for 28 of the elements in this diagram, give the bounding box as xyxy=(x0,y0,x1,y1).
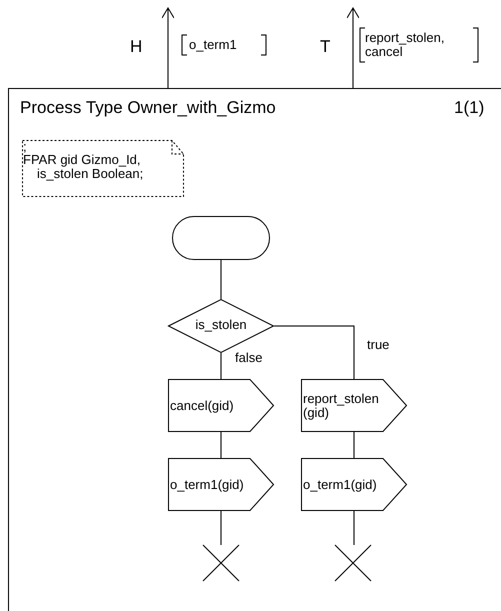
flow-line xyxy=(220,260,222,300)
flow-line xyxy=(220,432,222,458)
text-symbol xyxy=(22,140,184,197)
signal-label: cancel(gid) xyxy=(170,398,235,412)
start-symbol xyxy=(172,216,270,260)
decision-diamond xyxy=(168,299,274,353)
signal-label: o_term1(gid) xyxy=(170,478,245,492)
output-symbol xyxy=(168,379,274,432)
arrow xyxy=(162,8,174,88)
decision-label: is_stolen xyxy=(194,318,248,332)
output-symbol xyxy=(301,379,407,432)
process-frame xyxy=(8,88,501,611)
signal-label: o_term1(gid) xyxy=(303,478,378,492)
edge-label: true xyxy=(367,338,390,352)
stop-symbol xyxy=(335,545,371,581)
flow-line xyxy=(274,326,354,380)
flow-line xyxy=(220,352,222,380)
flow-line xyxy=(220,510,222,546)
parameter-text: FPAR gid Gizmo_Id, is_stolen Boolean; xyxy=(23,153,144,181)
punctuation-mark: ; xyxy=(23,140,27,154)
signal-label: report_stolen (gid) xyxy=(303,392,380,420)
arrow xyxy=(346,8,360,88)
edge-label: false xyxy=(235,351,262,365)
frame-title: Process Type Owner_with_Gizmo xyxy=(20,98,276,117)
stop-symbol xyxy=(203,545,239,581)
page-number: 1(1) xyxy=(454,98,484,117)
output-symbol xyxy=(301,458,407,511)
output-symbol xyxy=(168,458,274,511)
